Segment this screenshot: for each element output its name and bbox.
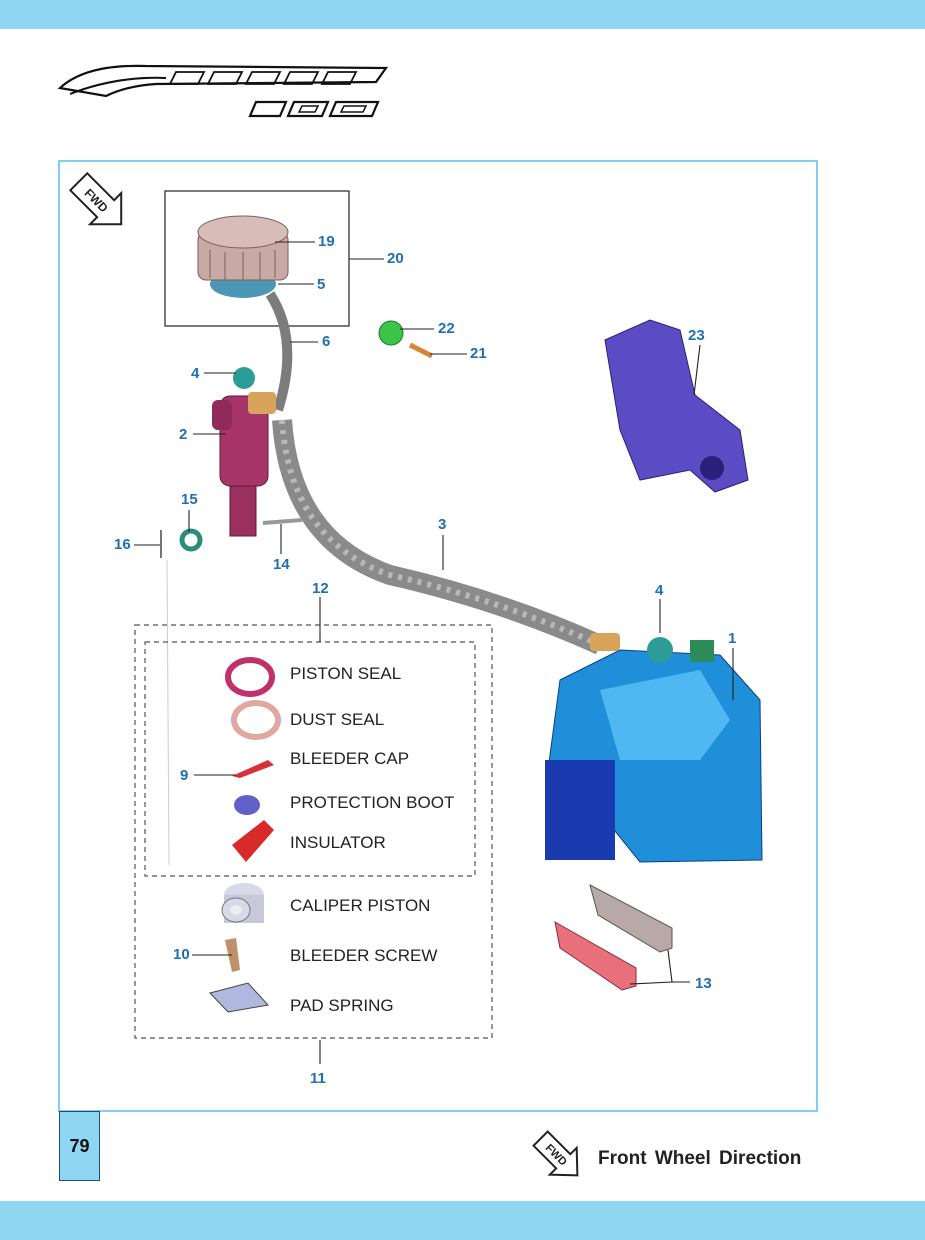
diagram-frame [58, 160, 818, 1112]
callout-14: 14 [273, 556, 290, 573]
piston-seal-label: PISTON SEAL [290, 664, 402, 683]
dominar-400-logo [56, 58, 401, 124]
pad-spring-label: PAD SPRING [290, 996, 394, 1015]
callout-15: 15 [181, 491, 198, 508]
callout-6: 6 [322, 333, 331, 350]
callout-4-caliper: 4 [655, 582, 664, 599]
bottom-band [0, 1201, 925, 1240]
callout-3: 3 [438, 516, 447, 533]
bleeder-cap-icon [232, 760, 274, 778]
kit-12-box [144, 641, 476, 877]
bleeder-screw-icon [225, 938, 240, 972]
brake-pad-rear [589, 884, 673, 953]
top-band [0, 0, 925, 29]
caliper-piston-icon [221, 883, 264, 923]
kit-11-box [134, 624, 493, 1039]
protection-boot-icon [234, 795, 260, 815]
callout-12: 12 [312, 580, 329, 597]
green-grommet [378, 320, 404, 346]
brake-caliper [545, 637, 763, 863]
callout-4-master: 4 [191, 365, 200, 382]
callout-11: 11 [310, 1070, 326, 1087]
callout-23: 23 [688, 327, 705, 344]
caliper-piston-label: CALIPER PISTON [290, 896, 431, 915]
bleeder-cap-label: BLEEDER CAP [290, 749, 410, 768]
fwd-arrow-icon: FWD [68, 171, 123, 226]
caliper-bracket [604, 319, 749, 493]
callout-9: 9 [180, 767, 189, 784]
screw-14 [262, 518, 303, 525]
callout-21: 21 [470, 345, 487, 362]
dust-seal-label: DUST SEAL [290, 710, 385, 729]
callout-2: 2 [179, 426, 188, 443]
page-number: 79 [59, 1111, 100, 1181]
insulator-label: INSULATOR [290, 833, 386, 852]
bleeder-screw-label: BLEEDER SCREW [290, 946, 438, 965]
callout-20: 20 [387, 250, 404, 267]
callout-22: 22 [438, 320, 455, 337]
callout-10: 10 [173, 946, 190, 963]
callout-5: 5 [317, 276, 326, 293]
fwd-legend-icon: FWD [532, 1130, 579, 1177]
master-cylinder [212, 367, 276, 537]
protection-boot-label: PROTECTION BOOT [290, 793, 455, 812]
callout-19: 19 [318, 233, 335, 250]
callout-1: 1 [728, 630, 737, 647]
piston-seal-icon [225, 657, 275, 697]
washer-15 [179, 528, 203, 552]
brake-pad-front [554, 921, 637, 991]
pad-spring-icon [209, 982, 269, 1013]
leader-lines [134, 241, 734, 1064]
dust-seal-icon [231, 700, 281, 740]
callout-16: 16 [114, 536, 131, 553]
reservoir-cap [197, 215, 289, 298]
insulator-icon [232, 820, 274, 862]
callout-13: 13 [695, 975, 712, 992]
front-wheel-direction-text: Front Wheel Direction [598, 1148, 802, 1169]
